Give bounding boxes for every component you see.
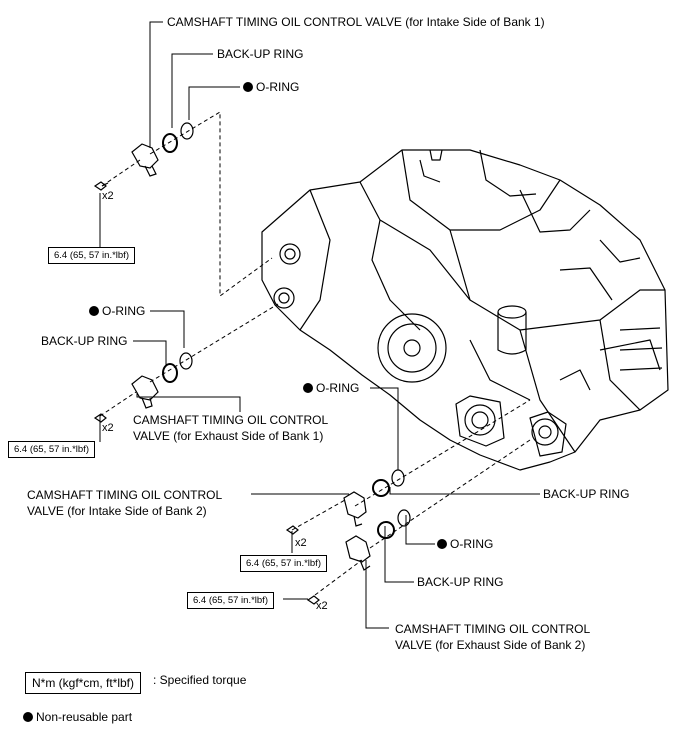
nonreusable-dot-icon bbox=[243, 82, 253, 92]
label-ocv-exhaust-bank2: CAMSHAFT TIMING OIL CONTROL VALVE (for E… bbox=[395, 622, 591, 652]
nonreusable-dot-icon bbox=[437, 539, 447, 549]
nonreusable-dot-icon bbox=[23, 712, 33, 722]
legend-torque-desc: : Specified torque bbox=[153, 673, 247, 687]
leader-backup-ring-4 bbox=[384, 526, 414, 583]
legend-torque-unit: N*m (kgf*cm, ft*lbf) bbox=[25, 672, 142, 694]
torque-box-1: 6.4 (65, 57 in.*lbf) bbox=[48, 247, 135, 264]
engine-assembly bbox=[261, 149, 669, 471]
legend-nonreusable: Non-reusable part bbox=[23, 710, 132, 725]
install-line-bolt-4 bbox=[314, 559, 363, 596]
label-backup-ring-2: BACK-UP RING bbox=[41, 334, 128, 348]
leader-ocv-exhaust-bank1 bbox=[136, 392, 241, 412]
bolt-qty-4: x2 bbox=[316, 600, 328, 612]
label-backup-ring-4: BACK-UP RING bbox=[417, 575, 504, 589]
leader-oring-1 bbox=[188, 86, 240, 120]
torque-box-3: 6.4 (65, 57 in.*lbf) bbox=[240, 555, 327, 572]
ocv-intake-bank2 bbox=[285, 469, 405, 535]
torque-box-4: 6.4 (65, 57 in.*lbf) bbox=[187, 592, 274, 609]
leader-ocv-exhaust-bank2 bbox=[365, 560, 389, 629]
leader-oring-3 bbox=[370, 387, 399, 470]
ocv-exhaust-bank1 bbox=[93, 352, 193, 423]
label-oring-4: O-RING bbox=[437, 537, 493, 552]
install-line-exhaust-bank1 bbox=[149, 303, 279, 383]
install-line-intake-bank2 bbox=[354, 399, 531, 507]
install-line-bolt-3 bbox=[291, 499, 346, 531]
label-backup-ring-3: BACK-UP RING bbox=[543, 487, 630, 501]
leader-oring-2 bbox=[150, 310, 185, 348]
label-oring-2: O-RING bbox=[89, 304, 145, 319]
bolt-qty-3: x2 bbox=[295, 537, 307, 549]
leader-ocv-intake-bank1 bbox=[149, 21, 163, 148]
label-ocv-exhaust-bank1: CAMSHAFT TIMING OIL CONTROL VALVE (for E… bbox=[133, 413, 329, 443]
nonreusable-dot-icon bbox=[303, 383, 313, 393]
label-backup-ring-1: BACK-UP RING bbox=[217, 47, 304, 61]
install-line-intake-bank1 bbox=[149, 111, 273, 297]
ocv-intake-bank1 bbox=[93, 122, 194, 191]
nonreusable-dot-icon bbox=[89, 306, 99, 316]
install-line-bolt-1 bbox=[101, 159, 141, 187]
label-ocv-intake-bank1: CAMSHAFT TIMING OIL CONTROL VALVE (for I… bbox=[167, 15, 545, 29]
label-ocv-intake-bank2: CAMSHAFT TIMING OIL CONTROL VALVE (for I… bbox=[27, 488, 223, 518]
leader-backup-ring-2 bbox=[133, 340, 167, 365]
torque-box-2: 6.4 (65, 57 in.*lbf) bbox=[8, 441, 95, 458]
bolt-qty-1: x2 bbox=[102, 190, 114, 202]
bolt-qty-2: x2 bbox=[102, 422, 114, 434]
label-oring-1: O-RING bbox=[243, 80, 299, 95]
ocv-exhaust-bank2 bbox=[306, 509, 411, 605]
leader-oring-4 bbox=[405, 515, 435, 545]
leader-backup-ring-1 bbox=[171, 53, 213, 128]
install-line-bolt-2 bbox=[99, 391, 137, 417]
label-oring-3: O-RING bbox=[303, 381, 359, 396]
leader-backup-ring-3 bbox=[389, 487, 540, 495]
